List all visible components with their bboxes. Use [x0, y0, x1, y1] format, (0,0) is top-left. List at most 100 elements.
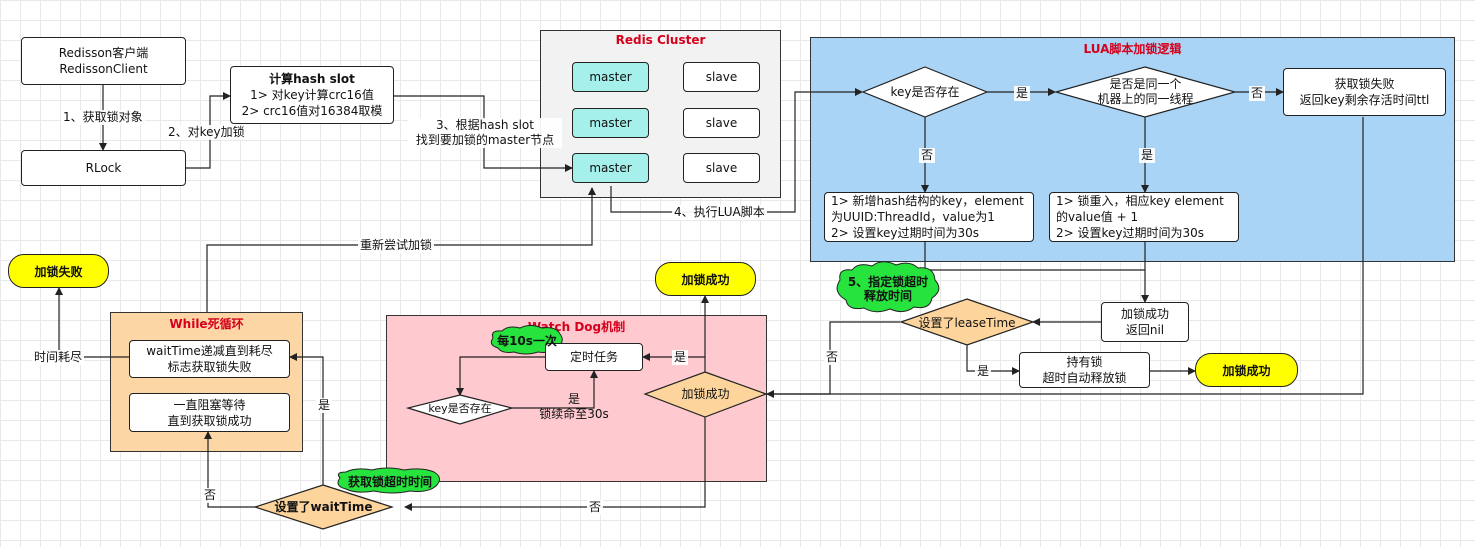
wait-decrement-node: waitTime递减直到耗尽 标志获取锁失败: [129, 340, 290, 378]
label-no-fail: 否: [1249, 86, 1266, 101]
hash-slot-node: 计算hash slot 1> 对key计算crc16值 2> crc16值对16…: [230, 66, 394, 124]
wait-decrement-line1: waitTime递减直到耗尽: [146, 344, 273, 358]
edge-wd-waittime: [404, 417, 706, 511]
lock-fail-node: 获取锁失败 返回key剩余存活时间ttl: [1283, 68, 1446, 116]
edge-master-lua: [610, 88, 863, 213]
hold-lock-node: 持有锁 超时自动释放锁: [1019, 352, 1150, 388]
key-exists-text: key是否存在: [890, 84, 960, 99]
hash-slot-line1: 1> 对key计算crc16值: [250, 88, 374, 102]
same-thread-diamond: [1053, 66, 1238, 118]
renew-text: 锁续命至30s: [539, 407, 609, 421]
hold-lock-line2: 超时自动释放锁: [1042, 371, 1127, 385]
edge-lease-hold: [966, 345, 1020, 375]
slave-node-1: slave: [683, 62, 760, 92]
label-no-wait-bottom: 否: [587, 500, 604, 515]
block-wait-line1: 一直阻塞等待: [173, 397, 246, 412]
wait-time-text: 设置了waitTime: [274, 499, 373, 514]
success-terminal-top: 加锁成功: [655, 262, 756, 296]
label-find-master-line1: 3、根据hash slot: [436, 118, 534, 132]
cloud-acquire-timeout-text: 获取锁超时时间: [347, 475, 432, 489]
label-yes-wait: 是: [316, 398, 333, 413]
slave-2-label: slave: [705, 116, 738, 130]
cloud-every10: [490, 325, 563, 355]
lock-fail-line1: 获取锁失败: [1334, 77, 1395, 91]
slave-node-2: slave: [683, 108, 760, 138]
wd-success-diamond: [643, 371, 768, 418]
redis-cluster-title: Redis Cluster: [615, 33, 706, 47]
cloud-lease: [836, 261, 940, 313]
master-1-label: master: [589, 70, 632, 84]
cloud-acquire-timeout: [337, 467, 440, 494]
master-3-label: master: [589, 161, 632, 175]
renew-label: 是 锁续命至30s: [530, 392, 618, 422]
same-thread-line2: 机器上的同一线程: [1097, 92, 1194, 106]
same-thread-text: 是否是同一个 机器上的同一线程: [1056, 76, 1235, 108]
label-get-lock-obj: 1、获取锁对象: [61, 110, 145, 125]
label-find-master: 3、根据hash slot 找到要加锁的master节点: [408, 118, 562, 148]
slave-node-3: slave: [683, 153, 760, 183]
lease-time-diamond: [899, 298, 1035, 346]
lua-region-title: LUA脚本加锁逻辑: [1083, 42, 1182, 56]
label-retry: 重新尝试加锁: [358, 238, 435, 253]
reentrant-line1: 1> 锁重入，相应key element: [1056, 194, 1224, 208]
success-nil-line1: 加锁成功: [1120, 307, 1169, 321]
cloud-lease-text: 5、指定锁超时 释放时间: [838, 272, 938, 306]
cloud-lease-line2: 释放时间: [863, 289, 912, 303]
edge-newkey-success: [924, 242, 1145, 271]
rlock-node: RLock: [21, 150, 186, 186]
label-yes-lease: 是: [975, 364, 992, 379]
master-node-1: master: [572, 62, 649, 92]
reentrant-line3: 2> 设置key过期时间为30s: [1056, 226, 1205, 240]
wd-key-exists-text: key是否存在: [428, 401, 492, 415]
wait-decrement-line2: 标志获取锁失败: [167, 360, 252, 374]
redisson-client-node: Redisson客户端 RedissonClient: [21, 37, 186, 85]
block-wait-node: 一直阻塞等待 直到获取锁成功: [129, 393, 290, 432]
label-lock-key: 2、对key加锁: [166, 125, 247, 140]
edge-waittime-dec: [289, 353, 324, 485]
timer-task-label: 定时任务: [569, 350, 618, 364]
label-time-out: 时间耗尽: [32, 350, 85, 365]
reentrant-node: 1> 锁重入，相应key element 的value值 + 1 2> 设置ke…: [1049, 192, 1239, 242]
new-key-line3: 2> 设置key过期时间为30s: [831, 226, 980, 240]
label-find-master-line2: 找到要加锁的master节点: [415, 133, 555, 147]
label-no-lease: 否: [824, 350, 841, 365]
same-thread-line1: 是否是同一个: [1109, 77, 1182, 91]
slave-1-label: slave: [705, 70, 738, 84]
cloud-every10-text: 每10s一次: [497, 334, 557, 348]
fail-terminal: 加锁失败: [8, 254, 109, 288]
label-exec-lua: 4、执行LUA脚本: [672, 205, 767, 220]
block-wait-line2: 直到获取锁成功: [167, 413, 252, 428]
label-yes-timer: 是: [672, 350, 689, 365]
success-terminal-right: 加锁成功: [1195, 353, 1298, 387]
edge-fail-watchdog: [767, 117, 1364, 395]
edge-timer-keyexists: [456, 356, 545, 396]
new-key-line2: 为UUID:ThreadId，value为1: [831, 210, 995, 224]
while-loop-title: While死循环: [169, 317, 244, 331]
new-key-line1: 1> 新增hash结构的key，element: [831, 194, 1024, 208]
master-node-2: master: [572, 108, 649, 138]
reentrant-line2: 的value值 + 1: [1056, 210, 1139, 224]
label-no-newkey: 否: [919, 148, 936, 163]
wait-time-diamond: [253, 484, 394, 530]
rlock-label: RLock: [85, 161, 122, 175]
edge-keyexists-timer: [512, 370, 598, 409]
hash-slot-title: 计算hash slot: [269, 72, 355, 86]
slave-3-label: slave: [705, 161, 738, 175]
client-line1: Redisson客户端: [58, 46, 149, 60]
edge-dec-fail: [55, 287, 129, 358]
label-yes-samethread: 是: [1014, 86, 1031, 101]
lease-time-text: 设置了leaseTime: [918, 315, 1016, 330]
edge-waittime-block: [204, 431, 258, 508]
lock-fail-line2: 返回key剩余存活时间ttl: [1299, 93, 1430, 107]
key-exists-diamond: [861, 66, 989, 118]
master-2-label: master: [589, 116, 632, 130]
success-nil-line2: 返回nil: [1125, 323, 1165, 337]
wd-success-text: 加锁成功: [681, 386, 730, 401]
new-key-node: 1> 新增hash结构的key，element 为UUID:ThreadId，v…: [824, 192, 1034, 242]
client-line2: RedissonClient: [59, 62, 148, 76]
renew-yes: 是: [567, 392, 580, 406]
wd-key-exists-diamond: [405, 394, 515, 425]
timer-task-node: 定时任务: [545, 343, 643, 371]
